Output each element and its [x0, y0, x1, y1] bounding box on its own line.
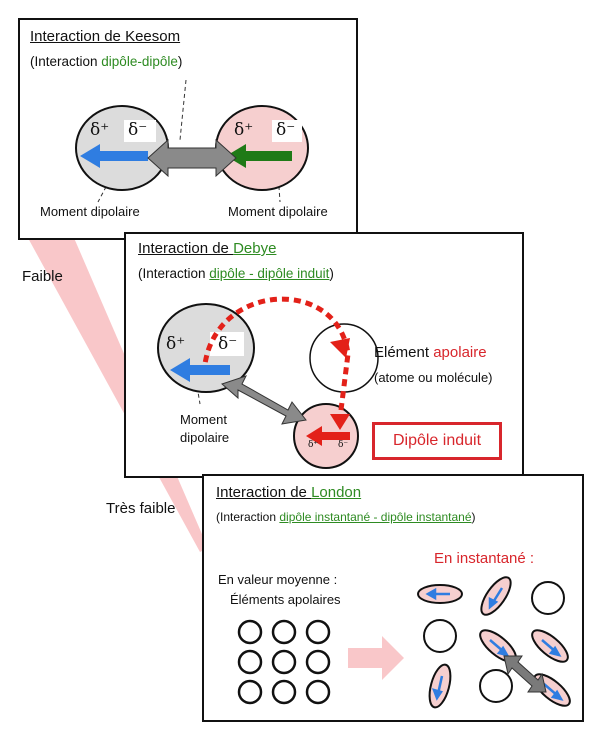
keesom-blue-arrow	[80, 144, 148, 168]
debye-blue-arrow	[170, 358, 230, 382]
london-diagram	[237, 576, 571, 709]
debye-red-arrow	[306, 426, 350, 446]
keesom-subtitle: (Interaction dipôle-dipôle)	[30, 54, 183, 69]
debye-delta-plus: δ⁺	[166, 334, 186, 354]
debye-title: Interaction de Debye	[138, 240, 277, 257]
london-title: Interaction de London	[216, 484, 362, 501]
london-panel: Interaction de London (Interaction dipôl…	[202, 474, 584, 722]
debye-diagram	[157, 296, 379, 469]
keesom-right-delta-minus: δ⁻	[276, 120, 296, 140]
london-mean-line1: En valeur moyenne :	[218, 572, 338, 587]
keesom-interaction-arrow	[147, 138, 237, 178]
debye-small-delta-minus: δ⁻	[338, 440, 349, 450]
keesom-left-delta-minus: δ⁻	[128, 120, 148, 140]
debye-interaction-arrow	[221, 375, 307, 425]
keesom-right-moment-label: Moment dipolaire	[228, 204, 328, 219]
debye-red-dashed-arc	[201, 296, 351, 419]
keesom-left-molecule	[75, 105, 169, 191]
london-apolar-2	[423, 619, 457, 653]
london-subtitle: (Interaction dipôle instantané - dipôle …	[216, 510, 476, 524]
debye-delta-minus: δ⁻	[218, 334, 238, 354]
debye-element-label: Elément apolaire	[374, 344, 487, 361]
debye-panel: Interaction de Debye (Interaction dipôle…	[124, 232, 524, 478]
london-apolar-3	[479, 669, 513, 703]
london-mean-line2: Éléments apolaires	[230, 592, 341, 607]
london-instant-label: En instantané :	[434, 550, 535, 567]
london-interaction-arrow	[503, 655, 547, 693]
keesom-left-moment-label: Moment dipolaire	[40, 204, 140, 219]
london-transition-arrow	[348, 636, 404, 680]
keesom-right-delta-plus: δ⁺	[234, 120, 254, 140]
debye-subtitle: (Interaction dipôle - dipôle induit)	[138, 266, 334, 281]
debye-moment-line1: Moment	[180, 412, 227, 427]
label-tres-faible: Très faible	[106, 500, 176, 517]
keesom-right-molecule	[215, 105, 309, 191]
keesom-green-arrow	[226, 144, 292, 168]
debye-induced-dipole-box: Dipôle induit	[372, 422, 502, 460]
keesom-title: Interaction de Keesom	[30, 28, 181, 45]
label-faible: Faible	[22, 268, 63, 285]
london-apolar-1	[531, 581, 565, 615]
keesom-diagram	[75, 79, 309, 203]
debye-element-note: (atome ou molécule)	[374, 370, 493, 385]
london-apolar-grid	[237, 619, 331, 705]
debye-moment-line2: dipolaire	[180, 430, 230, 445]
keesom-left-delta-plus: δ⁺	[90, 120, 110, 140]
debye-small-delta-plus: δ⁺	[308, 440, 319, 450]
keesom-panel: Interaction de Keesom (Interaction dipôl…	[18, 18, 358, 240]
